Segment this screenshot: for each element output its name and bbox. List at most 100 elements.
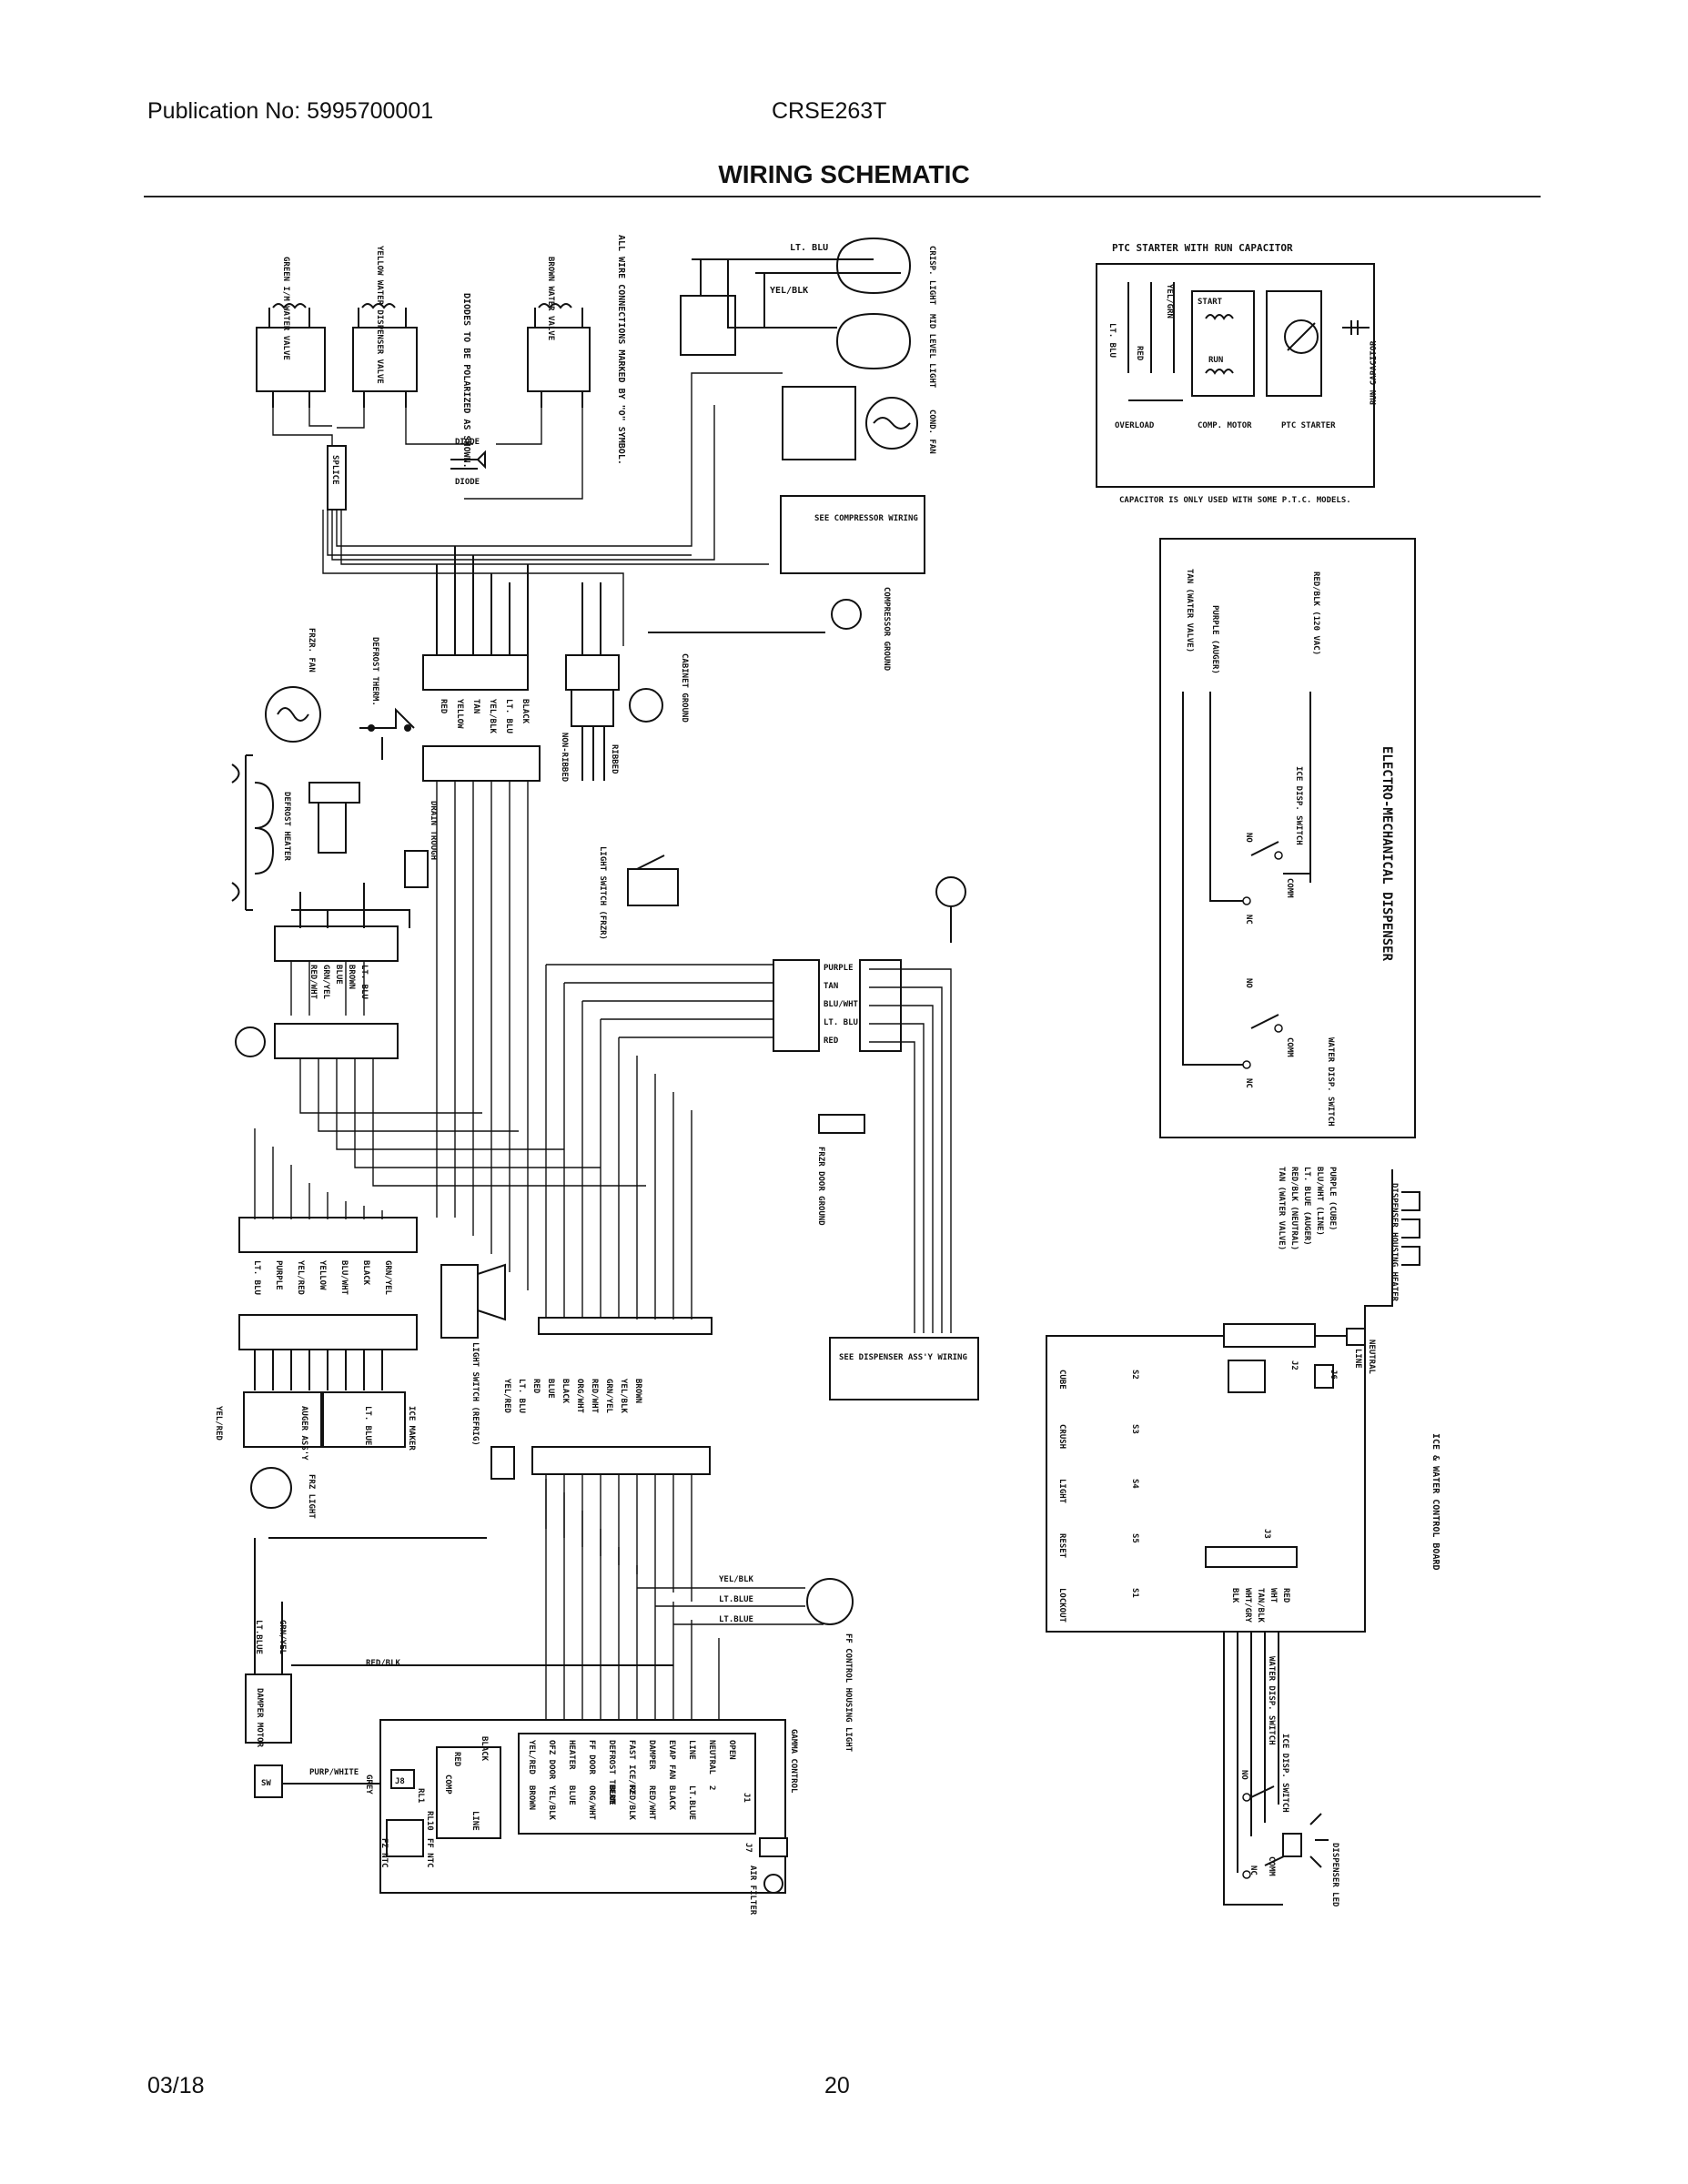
ff-ntc-label: FF NTC [425, 1838, 434, 1868]
sw-label: SW [261, 1779, 271, 1788]
run-capacitor-label: RUN CAPACITOR [1370, 340, 1379, 405]
gamma-terminal-18: NEUTRAL [707, 1740, 716, 1775]
board-lower-wire-0: BLK [1230, 1588, 1239, 1603]
run-label: RUN [1208, 356, 1223, 365]
mid-harness-color-5: ORG/WHT [575, 1379, 584, 1414]
gamma-terminal-10: FAST ICE/FZ [627, 1740, 636, 1795]
top-harness-color-1: YELLOW [455, 699, 464, 729]
gamma-terminal-15: BLACK [667, 1785, 676, 1811]
gamma-terminal-17: LT.BLUE [687, 1785, 696, 1820]
ptc-note: CAPACITOR IS ONLY USED WITH SOME P.T.C. … [1119, 496, 1351, 505]
gamma-terminal-16: LINE [687, 1740, 696, 1760]
heater-color-1: BROWN [347, 965, 356, 989]
j3-label: J3 [1262, 1529, 1271, 1539]
gamma-terminal-20: OPEN [727, 1740, 736, 1760]
dispenser-valve: YELLOW WATER DISPENSER VALVE [352, 246, 418, 408]
ff-control-light-label: FF CONTROL HOUSING LIGHT [844, 1633, 853, 1753]
footer-date: 03/18 [147, 2073, 205, 2098]
defrost-therm-label: DEFROST THERM. [370, 637, 379, 706]
water-disp-switch-label: WATER DISP. SWITCH [1326, 1037, 1335, 1127]
black-gamma-label: BLACK [480, 1736, 489, 1762]
j1-label: J1 [742, 1793, 751, 1803]
water-disp-switch-board-label: WATER DISP. SWITCH [1267, 1656, 1276, 1745]
red-blk-120-label: RED/BLK (120 VAC) [1311, 571, 1320, 655]
heater-color-3: GRN/YEL [321, 965, 330, 1000]
dispenser-led-label: DISPENSER LED [1330, 1843, 1339, 1907]
board-lower-wire-3: WHT [1269, 1588, 1278, 1603]
top-harness-color-3: YEL/BLK [488, 699, 497, 734]
mid-harness-color-3: BLUE [546, 1379, 555, 1399]
header-rule [144, 196, 1541, 197]
publication-number: Publication No: 5995700001 [147, 98, 434, 124]
frzr-door-ground-label: FRZR DOOR GROUND [816, 1147, 825, 1226]
light-switch-frzr-label: LIGHT SWITCH (FRZR) [598, 846, 607, 940]
model-number: CRSE263T [772, 98, 887, 124]
comp-motor-label: COMP. MOTOR [1198, 421, 1252, 430]
mid-harness-color-9: BROWN [633, 1379, 642, 1403]
ptc-starter-label: PTC STARTER [1281, 421, 1336, 430]
top-harness-color-0: RED [439, 699, 448, 714]
rl10-label: RL10 [425, 1811, 434, 1831]
mid-level-light-label: MID LEVEL LIGHT [927, 314, 936, 389]
lt-blue-mid-a-label: LT.BLUE [719, 1595, 753, 1604]
frzr-fan-label: FRZR. FAN [307, 628, 316, 672]
mid-harness-color-0: YEL/RED [502, 1379, 511, 1414]
frz-light-label: FRZ LIGHT [307, 1474, 316, 1519]
ice-water-board-group: ICE & WATER CONTROL BOARD DISPENSER HOUS… [1046, 1167, 1440, 1907]
gamma-terminal-8: DEFROST THERM [607, 1740, 616, 1805]
gamma-control-group: DAMPER MOTOR SW PURP/WHITE RED/BLK GRN/Y… [245, 1479, 798, 1916]
ice-disp-switch-label: ICE DISP. SWITCH [1294, 766, 1303, 845]
defrost-heater-label: DEFROST HEATER [282, 792, 291, 861]
board-wire-3: RED/BLK (NEUTRAL) [1289, 1167, 1299, 1250]
gamma-terminal-5: BLUE [567, 1785, 576, 1805]
start-label: START [1198, 298, 1223, 307]
ice-maker-label: ICE MAKER [407, 1406, 416, 1451]
splice-label: SPLICE [330, 455, 339, 485]
yel-blk-top-label: YEL/BLK [770, 286, 808, 296]
heater-color-2: BLUE [334, 965, 343, 985]
comp-label: COMP [443, 1774, 452, 1795]
diode-label-2: DIODE [455, 478, 480, 487]
gamma-terminal-3: YEL/BLK [547, 1785, 556, 1821]
board-lower-wire-1: WHT/GRY [1243, 1588, 1252, 1623]
line-label: LINE [1353, 1349, 1362, 1369]
comm-ice-label: COMM [1285, 878, 1294, 898]
electro-mechanical-dispenser-group: ELECTRO-MECHANICAL DISPENSER RED/BLK (12… [1159, 538, 1416, 1138]
j8-label: J8 [395, 1777, 405, 1786]
board-wire-2: LT. BLUE (AUGER) [1302, 1167, 1311, 1246]
gamma-terminal-7: ORG/WHT [587, 1785, 596, 1821]
board-nc-label: NC [1248, 1866, 1258, 1876]
gamma-terminal-9: BLUE [607, 1785, 616, 1805]
dispenser-color-4: RED [824, 1036, 839, 1046]
no-ice-label: NO [1244, 833, 1253, 843]
lt-blu-top-label: LT. BLU [790, 243, 828, 253]
gamma-terminal-1: BROWN [527, 1785, 536, 1810]
board-switch-2: LIGHT [1057, 1479, 1066, 1504]
dispenser-color-3: LT. BLU [824, 1018, 858, 1027]
gamma-terminal-12: DAMPER [647, 1740, 656, 1770]
mid-harness-color-1: LT. BLU [517, 1379, 526, 1413]
page-title: WIRING SCHEMATIC [718, 160, 970, 188]
board-no-label: NO [1239, 1770, 1248, 1780]
board-wire-1: BLU/WHT (LINE) [1315, 1167, 1324, 1236]
water-valve-label: BROWN WATER VALVE [546, 257, 555, 340]
board-switch-id-4: S1 [1130, 1588, 1139, 1598]
purple-auger-label: PURPLE (AUGER) [1210, 605, 1219, 674]
red-gamma-label: RED [452, 1752, 461, 1767]
ptc-title: PTC STARTER WITH RUN CAPACITOR [1112, 242, 1293, 254]
gamma-terminal-6: FF DOOR [587, 1740, 596, 1775]
mid-harness-color-7: GRN/YEL [604, 1379, 613, 1414]
nc-ice-label: NC [1244, 915, 1253, 925]
purp-white-label: PURP/WHITE [309, 1768, 359, 1777]
gamma-terminal-11: RED/BLK [627, 1785, 636, 1821]
dispenser-color-0: PURPLE [824, 964, 854, 973]
lt-blu-ptc-label: LT. BLU [1107, 323, 1117, 358]
lower-color-4: BLU/WHT [339, 1260, 349, 1296]
gamma-terminal-0: YEL/RED [527, 1740, 536, 1775]
no-water-label: NO [1244, 978, 1253, 988]
